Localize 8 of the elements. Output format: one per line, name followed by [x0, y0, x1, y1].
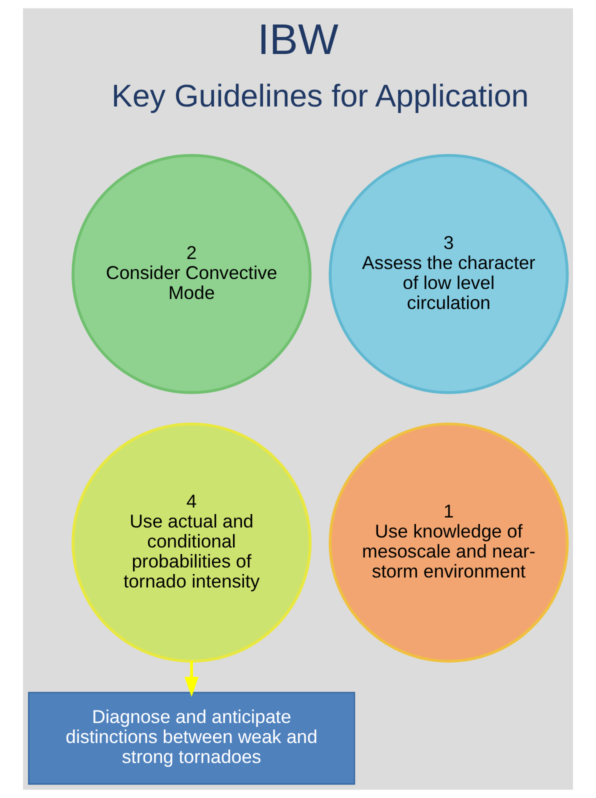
node-circle: 2 Consider Convective Mode [72, 154, 312, 394]
node-box: Diagnose and anticipate distinctions between weak and strong tornadoes [28, 692, 356, 785]
label: Key Guidelines for Application [112, 78, 529, 114]
arrow [184, 661, 199, 697]
node-circle: 3 Assess the character of low level circulation [328, 154, 569, 394]
node-circle: 1 Use knowledge of mesoscale and near-storm environment [328, 422, 569, 663]
node-circle: 4 Use actual and conditional probabilities of tornado intensity [72, 422, 312, 663]
diagram-title: IBW [258, 16, 338, 64]
